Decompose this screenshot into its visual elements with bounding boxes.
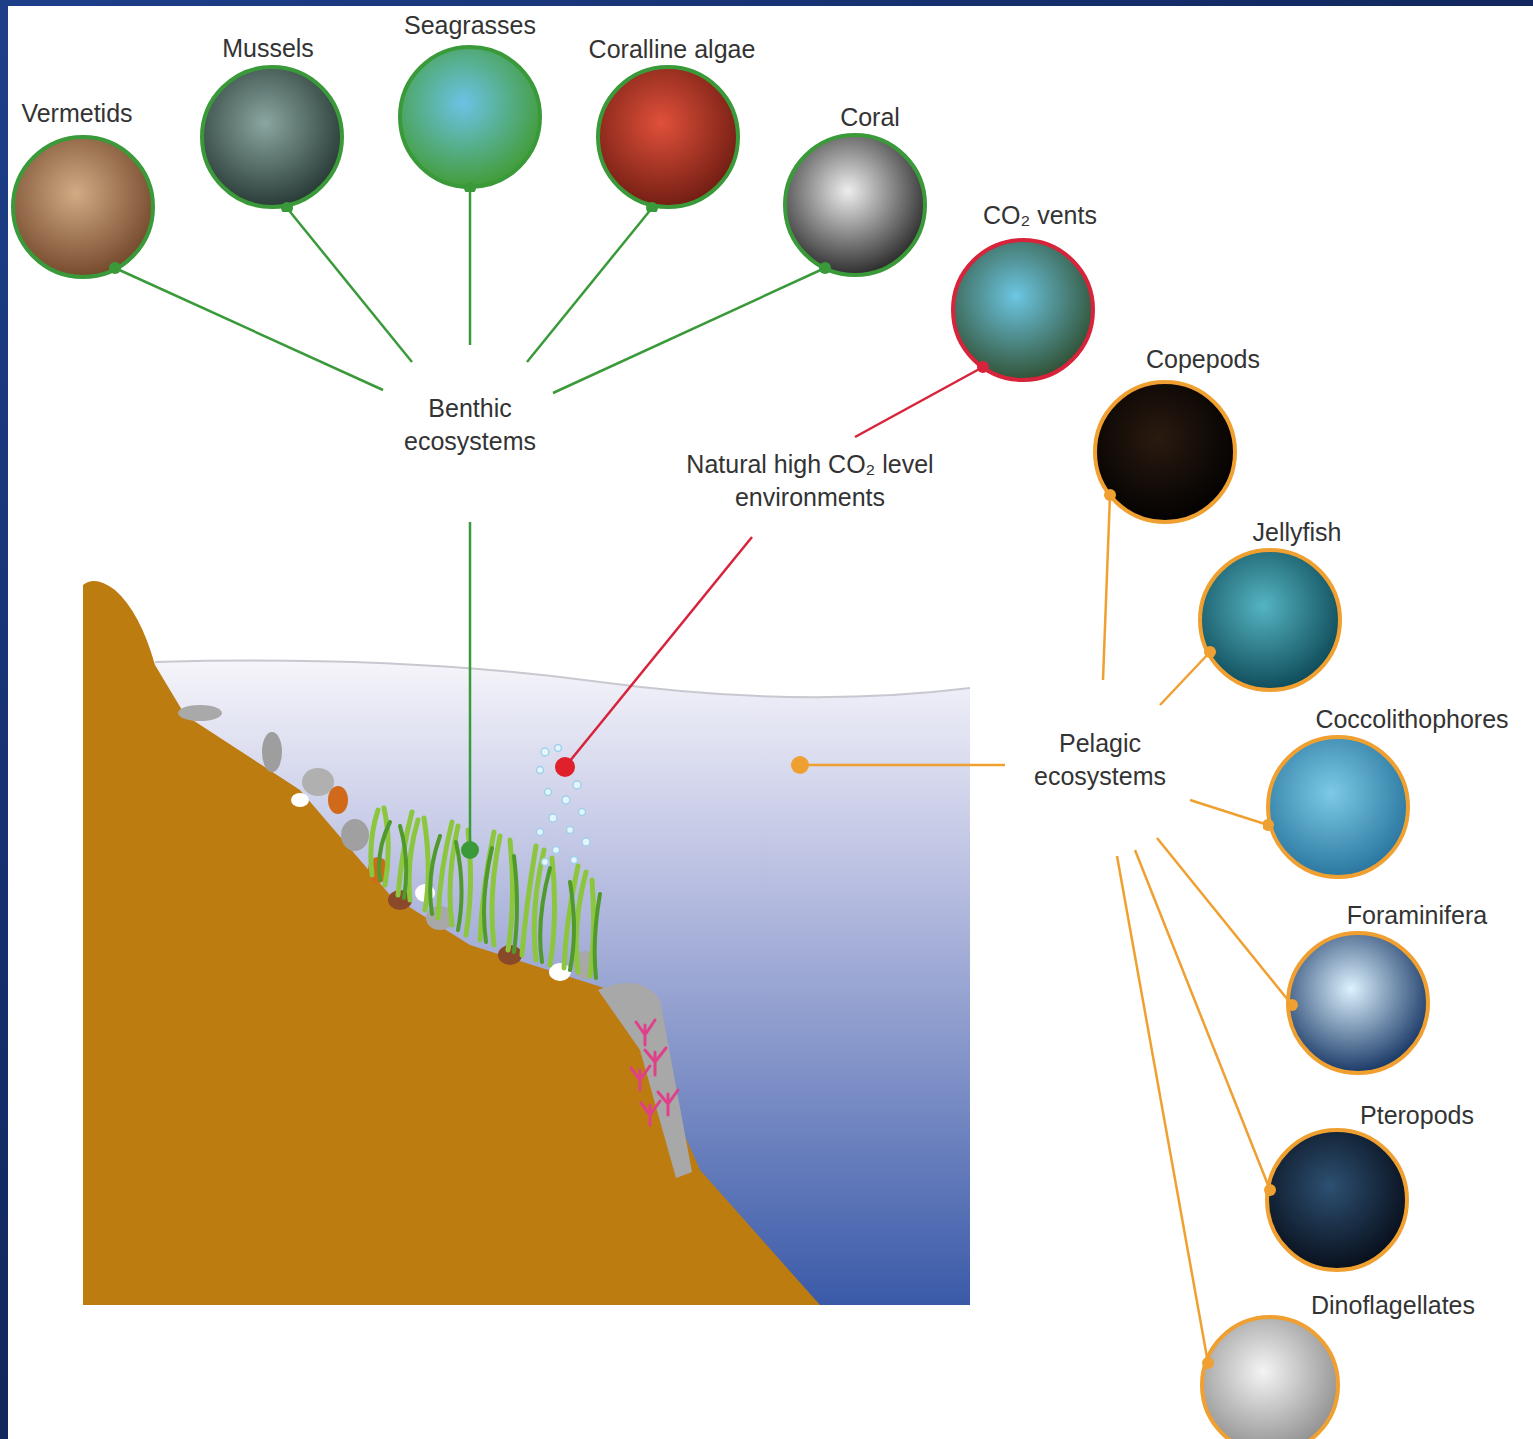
organism-name: Dinoflagellates: [1311, 1289, 1475, 1322]
co2-bubbles: [537, 745, 591, 866]
organism-photo: [8, 132, 158, 282]
organism-circle: CO₂ vents: [953, 240, 1093, 380]
organism-circle: Vermetids: [13, 137, 153, 277]
panel: [8, 6, 1533, 1439]
organism-photo: [593, 62, 743, 212]
ecosystem-label: Pelagic ecosystems: [1005, 727, 1195, 792]
organism-circle: Dinoflagellates: [1202, 1317, 1338, 1439]
leader-dots: [461, 756, 809, 859]
seabed-slope: [83, 581, 820, 1305]
ecosystem-label: Natural high CO₂ level environments: [660, 448, 960, 513]
organism-photo: [1090, 377, 1240, 527]
cliff-rock: [598, 983, 692, 1178]
organism-name: Seagrasses: [404, 9, 536, 42]
rocks: [178, 705, 597, 981]
organism-name: Vermetids: [21, 97, 132, 130]
organism-circle: Jellyfish: [1200, 550, 1340, 690]
seagrass-blades-dark: [379, 822, 600, 978]
organism-name: Mussels: [222, 32, 314, 65]
organism-photo: [1195, 545, 1345, 695]
organism-circle: Pteropods: [1267, 1130, 1407, 1270]
organism-circle: Coralline algae: [598, 67, 738, 207]
organism-name: Coccolithophores: [1315, 703, 1508, 736]
organism-photo: [1263, 732, 1413, 882]
organism-name: Coral: [840, 101, 900, 134]
organism-circle: Coral: [785, 135, 925, 275]
organism-photo: [780, 130, 930, 280]
organism-name: Foraminifera: [1347, 899, 1487, 932]
benthic-leader-lines: [115, 188, 825, 850]
organism-photo: [197, 62, 347, 212]
organism-name: Jellyfish: [1253, 516, 1342, 549]
vent-leader-lines: [565, 367, 983, 767]
organism-circle: Coccolithophores: [1268, 737, 1408, 877]
sea-surface: [155, 661, 970, 698]
red-coral: [631, 1020, 678, 1125]
organism-name: Pteropods: [1360, 1099, 1474, 1132]
organism-photo: [1283, 928, 1433, 1078]
organism-name: Copepods: [1146, 343, 1260, 376]
ecosystem-label: Benthic ecosystems: [370, 392, 570, 457]
organism-photo: [1262, 1125, 1412, 1275]
organism-photo: [1197, 1312, 1343, 1439]
organism-name: CO₂ vents: [983, 199, 1097, 232]
organism-circle: Mussels: [202, 67, 342, 207]
organism-photo: [395, 42, 545, 192]
organism-name: Coralline algae: [589, 33, 756, 66]
organism-circle: Seagrasses: [400, 47, 540, 187]
organism-photo: [948, 235, 1098, 385]
organism-circle: Foraminifera: [1288, 933, 1428, 1073]
organism-circle: Copepods: [1095, 382, 1235, 522]
